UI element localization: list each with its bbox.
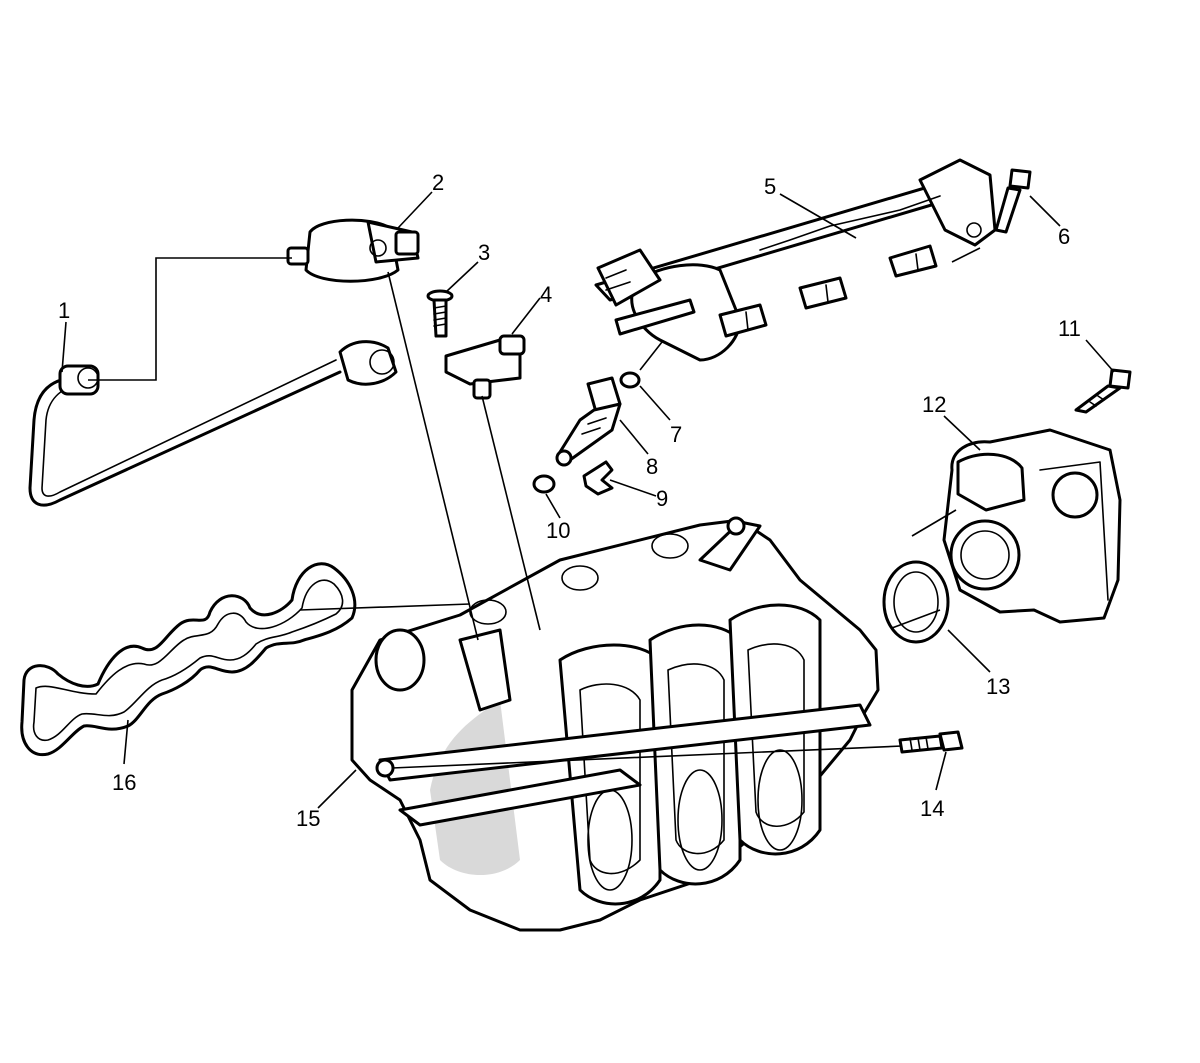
fuel-rail-bolt: [994, 168, 1032, 234]
callout-14: 14: [920, 796, 944, 821]
callout-13: 13: [986, 674, 1010, 699]
injector-upper-o-ring: [619, 371, 641, 389]
callout-4: 4: [540, 282, 552, 307]
callout-11: 11: [1058, 316, 1081, 341]
callout-7: 7: [670, 422, 682, 447]
injector-retainer-clip: [582, 460, 614, 496]
throttle-body: [942, 428, 1122, 624]
purge-hose: [28, 340, 398, 507]
intake-manifold-gasket: [20, 562, 357, 757]
manifold-bolt: [898, 730, 964, 754]
intake-manifold: [350, 516, 880, 932]
callout-labels: 1 2 3 4 5 6 7 8 9 10 11 12 13 14 15 16: [58, 170, 1081, 831]
callout-6: 6: [1058, 224, 1070, 249]
fuel-injector: [555, 376, 622, 467]
callout-10: 10: [546, 518, 570, 543]
callout-3: 3: [478, 240, 490, 265]
callout-8: 8: [646, 454, 658, 479]
sensor-bolt: [426, 289, 454, 338]
leader-lines: [61, 191, 1115, 809]
callout-5: 5: [764, 174, 776, 199]
callout-9: 9: [656, 486, 668, 511]
callout-1: 1: [58, 298, 70, 323]
map-sensor: [444, 334, 526, 400]
callout-2: 2: [432, 170, 444, 195]
callout-12: 12: [922, 392, 946, 417]
injector-lower-o-ring: [532, 474, 556, 494]
fuel-rail-assembly: [594, 158, 997, 362]
callout-15: 15: [296, 806, 320, 831]
callout-16: 16: [112, 770, 136, 795]
throttle-body-gasket: [882, 560, 950, 644]
purge-solenoid: [286, 218, 420, 283]
throttle-body-bolt: [1074, 368, 1132, 414]
